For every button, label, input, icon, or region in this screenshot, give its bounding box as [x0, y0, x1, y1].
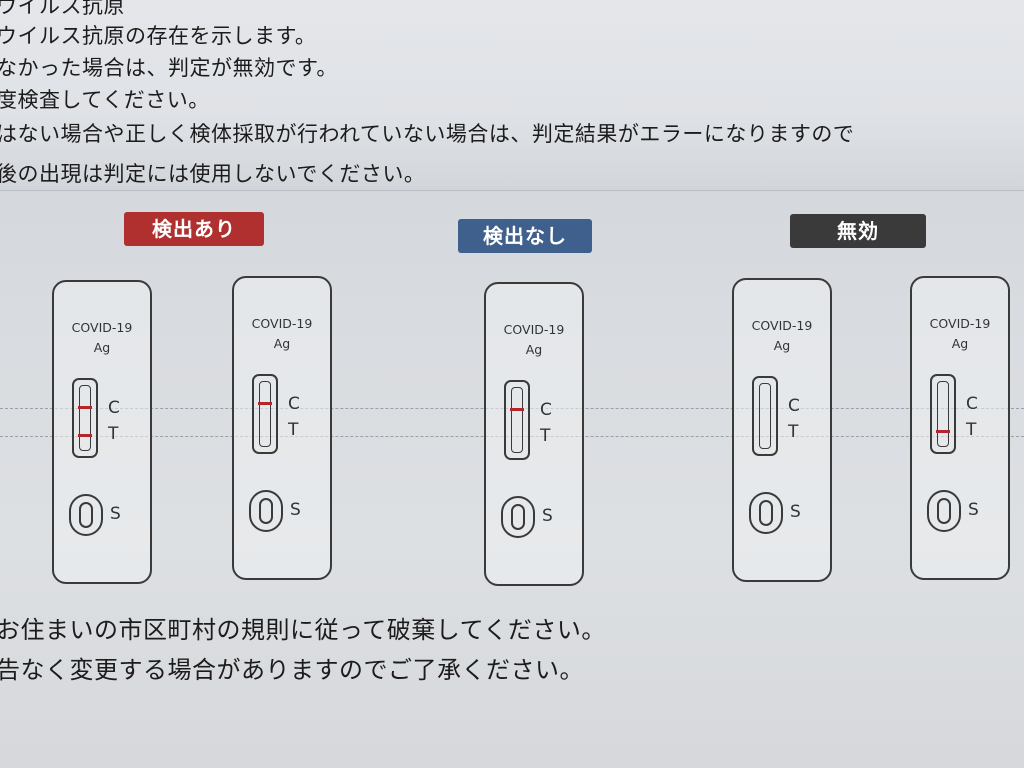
instruction-line-5: はない場合や正しく検体採取が行われていない場合は、判定結果がエラーになりますので [0, 122, 855, 146]
t-marker: T [288, 420, 299, 440]
c-marker: C [966, 394, 978, 414]
result-window [72, 378, 98, 458]
cassette-sub: Ag [525, 342, 543, 357]
test-line-mark [936, 430, 950, 433]
cassette-brand: COVID-19 [71, 320, 133, 335]
result-window [504, 380, 530, 460]
result-window [930, 374, 956, 454]
t-marker: T [540, 426, 551, 446]
footer-line-1: お住まいの市区町村の規則に従って破棄してください。 [0, 616, 606, 644]
c-marker: C [788, 396, 800, 416]
c-marker: C [288, 394, 300, 414]
sample-well [501, 496, 535, 538]
cassette-sub: Ag [273, 336, 291, 351]
instruction-line-4: 度検査してください。 [0, 88, 210, 112]
instruction-line-6: 後の出現は判定には使用しないでください。 [0, 162, 426, 186]
instruction-sheet-top [0, 0, 1024, 191]
result-window [252, 374, 278, 454]
instruction-line-1: ウイルス抗原 [0, 0, 125, 18]
s-marker: S [968, 500, 979, 520]
t-marker: T [966, 420, 977, 440]
control-line-mark [510, 408, 524, 411]
s-marker: S [790, 502, 801, 522]
t-marker: T [108, 424, 119, 444]
c-marker: C [540, 400, 552, 420]
c-marker: C [108, 398, 120, 418]
sample-well [249, 490, 283, 532]
negative-label: 検出なし [458, 219, 592, 253]
cassette-sub: Ag [951, 336, 969, 351]
instruction-line-3: なかった場合は、判定が無効です。 [0, 56, 338, 80]
positive-label: 検出あり [124, 212, 264, 246]
instruction-line-2: ウイルス抗原の存在を示します。 [0, 24, 317, 48]
sample-well [927, 490, 961, 532]
s-marker: S [290, 500, 301, 520]
cassette-brand: COVID-19 [929, 316, 991, 331]
cassette-sub: Ag [773, 338, 791, 353]
t-marker: T [788, 422, 799, 442]
cassette-brand: COVID-19 [503, 322, 565, 337]
sample-well [749, 492, 783, 534]
sample-well [69, 494, 103, 536]
cassette-brand: COVID-19 [751, 318, 813, 333]
invalid-label: 無効 [790, 214, 926, 248]
cassette-brand: COVID-19 [251, 316, 313, 331]
control-line-mark [78, 406, 92, 409]
result-window [752, 376, 778, 456]
control-line-mark [258, 402, 272, 405]
s-marker: S [110, 504, 121, 524]
footer-line-2: 告なく変更する場合がありますのでご了承ください。 [0, 656, 584, 684]
test-line-mark [78, 434, 92, 437]
s-marker: S [542, 506, 553, 526]
cassette-sub: Ag [93, 340, 111, 355]
